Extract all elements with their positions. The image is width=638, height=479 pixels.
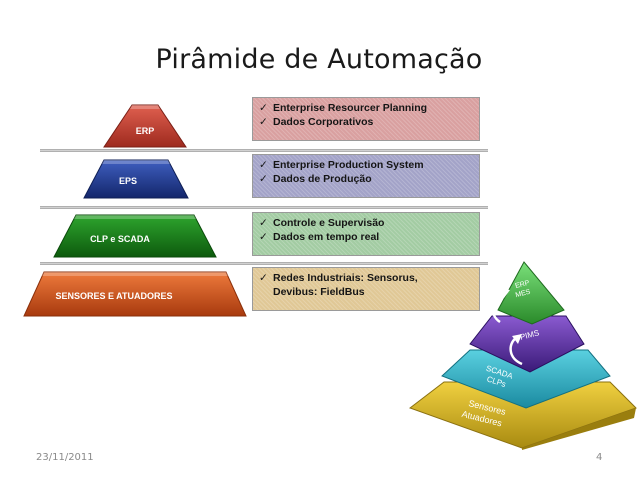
bullet-item: ✓ Controle e Supervisão [259,216,473,230]
pyramid-level-eps: EPS [82,158,190,200]
info-box-erp: ✓ Enterprise Resourcer Planning ✓ Dados Co… [252,97,480,141]
separator-line [40,206,488,209]
pyramid3d-label-erp-mes: ERP MES [513,279,535,299]
check-icon: ✓ [259,231,268,243]
pyramid3d-label-mes: MES [515,289,532,300]
bullet-item: ✓ Enterprise Production System [259,158,473,172]
check-icon: ✓ [259,272,268,284]
footer-page-number: 4 [596,452,603,463]
bullet-item: ✓ Dados de Produção [259,172,473,186]
check-icon: ✓ [259,217,268,229]
bullet-item: ✓ Redes Industriais: Sensorus, Devibus: F… [259,271,463,299]
separator-line [40,149,488,152]
bullet-text: Dados de Produção [273,173,372,185]
bullet-text: Dados Corporativos [273,116,374,128]
check-icon: ✓ [259,116,268,128]
bullet-text: Enterprise Production System [273,159,424,171]
bullet-item: ✓ Enterprise Resourcer Planning [259,101,473,115]
slide-title: Pirâmide de Automação [155,44,483,75]
bullet-text: Enterprise Resourcer Planning [273,102,428,114]
separator-line [40,262,488,265]
pyramid-label-clp-scada: CLP e SCADA [90,234,150,244]
pyramid3d-label-erp: ERP [515,280,531,290]
check-icon: ✓ [259,159,268,171]
bullet-text: Controle e Supervisão [273,217,385,229]
bullet-text: Dados em tempo real [273,231,380,243]
info-box-sensores: ✓ Redes Industriais: Sensorus, Devibus: F… [252,267,480,311]
pyramid-label-eps: EPS [119,176,137,186]
pyramid-level-clp-scada: CLP e SCADA [52,213,218,259]
pyramid-level-sensores: SENSORES E ATUADORES [22,270,248,318]
pyramid-label-erp: ERP [136,126,155,136]
info-box-clp-scada: ✓ Controle e Supervisão ✓ Dados em tempo r… [252,212,480,256]
bullet-item: ✓ Dados Corporativos [259,115,473,129]
bullet-text: Redes Industriais: Sensorus, Devibus: Fi… [273,272,418,298]
pyramid-label-sensores: SENSORES E ATUADORES [55,291,172,301]
info-box-eps: ✓ Enterprise Production System ✓ Dados de … [252,154,480,198]
pyramid-3d-illustration: ERP MES PIMS SCADA CLPs Sensores Atuador… [404,258,638,450]
pyramid-level-erp: ERP [102,103,188,149]
check-icon: ✓ [259,102,268,114]
footer-date: 23/11/2011 [36,452,94,463]
bullet-item: ✓ Dados em tempo real [259,230,473,244]
check-icon: ✓ [259,173,268,185]
